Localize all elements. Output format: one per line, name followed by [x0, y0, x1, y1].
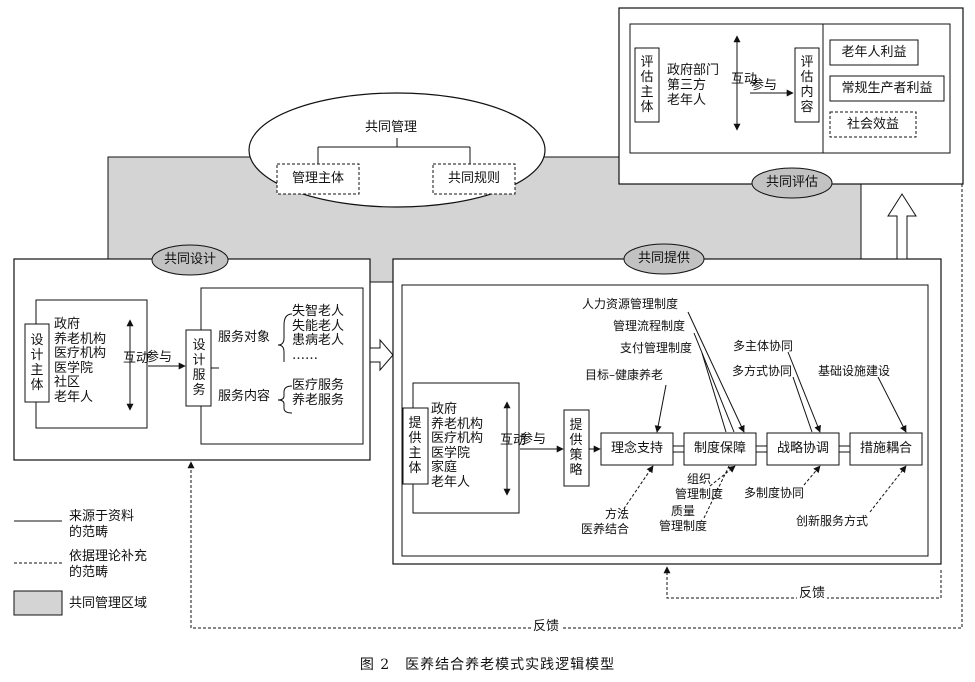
service-content-label: 服务内容 [218, 389, 271, 404]
stage1-box [600, 432, 674, 466]
co-provide-label-shape [623, 243, 705, 275]
co-provide-label: 共同提供 [637, 251, 690, 266]
design-interact: 互动 [122, 351, 149, 366]
shared-management-title: 共同管理 [365, 120, 418, 135]
design-service-box: 设计服务 [192, 338, 206, 398]
provide-participate: 参与 [520, 432, 547, 447]
eval-content-elderly: 老年人利益 [841, 45, 907, 60]
evaluate-content-frame [822, 23, 951, 154]
evaluate-subject-box: 评估主体 [640, 55, 654, 115]
stage2-box [683, 432, 757, 466]
payment-system: 支付管理制度 [620, 341, 693, 355]
evaluate-subjects: 政府部门 第三方 老年人 [667, 63, 720, 108]
service-contents: 医疗服务 养老服务 [292, 378, 345, 408]
hr-system: 人力资源管理制度 [582, 297, 679, 311]
infrastructure: 基础设施建设 [818, 364, 891, 378]
shared-rules: 共同规则 [447, 171, 500, 186]
co-design-label-shape [151, 244, 229, 276]
management-subject: 管理主体 [291, 171, 344, 186]
process-system: 管理流程制度 [613, 319, 686, 333]
stage4-label: 措施耦合 [859, 441, 912, 456]
feedback-short: 反馈 [797, 586, 828, 602]
co-design-label: 共同设计 [163, 252, 216, 267]
co-evaluate-label: 共同评估 [765, 175, 818, 190]
service-target-label: 服务对象 [218, 330, 271, 345]
quality-system: 质量 管理制度 [658, 504, 707, 533]
evaluate-participate: 参与 [751, 78, 778, 93]
figure-caption: 图 2 医养结合养老模式实践逻辑模型 [359, 657, 616, 673]
stage2-label: 制度保障 [693, 441, 746, 456]
provide-interact: 互动 [499, 433, 526, 448]
org-system: 组织 管理制度 [674, 472, 723, 501]
eval-content-producer: 常规生产者利益 [841, 81, 933, 96]
innovation: 创新服务方式 [796, 514, 869, 528]
multi-system: 多制度协同 [744, 486, 805, 500]
legend-dashed: 依据理论补充 的范畴 [69, 549, 148, 580]
evaluate-content-box: 评估内容 [800, 55, 814, 115]
method-integration: 方法 医养结合 [580, 507, 629, 536]
evaluate-interact: 互动 [730, 72, 757, 87]
multi-subject: 多主体协同 [733, 339, 794, 353]
stage3-label: 战略协调 [776, 441, 829, 456]
service-targets: 失智老人 失能老人 患病老人 …… [292, 304, 345, 363]
goal-healthy: 目标–健康养老 [585, 368, 664, 382]
stage1-label: 理念支持 [610, 441, 663, 456]
multi-method: 多方式协同 [732, 364, 793, 378]
legend-gray: 共同管理区域 [69, 596, 148, 611]
design-subjects: 政府 养老机构 医疗机构 医学院 社区 老年人 [54, 317, 107, 405]
stage3-box [766, 432, 840, 466]
provide-strategy-box: 提供策略 [569, 418, 583, 478]
legend-solid: 来源于资料 的范畴 [69, 509, 135, 540]
stage4-box [849, 432, 923, 466]
design-subject-box: 设计主体 [30, 333, 44, 393]
eval-content-social: 社会效益 [846, 117, 899, 132]
provide-subject-box: 提供主体 [408, 416, 422, 476]
co-evaluate-label-shape [751, 167, 833, 199]
design-participate: 参与 [146, 350, 173, 365]
feedback-long: 反馈 [531, 619, 562, 635]
provide-subjects: 政府 养老机构 医疗机构 医学院 家庭 老年人 [431, 402, 484, 490]
